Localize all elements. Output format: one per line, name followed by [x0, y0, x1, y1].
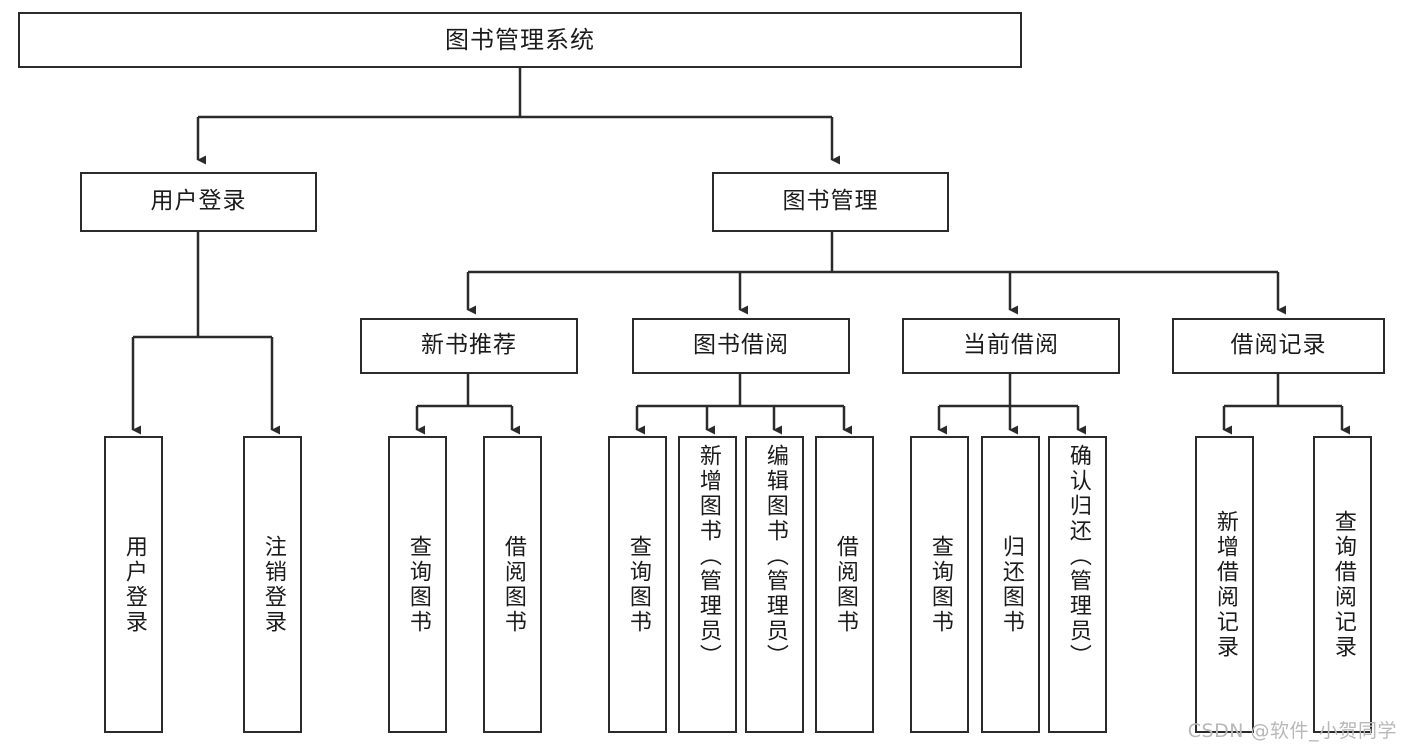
node-label: 用户登录: [121, 534, 147, 635]
node-label: 注销登录: [260, 534, 286, 635]
leaf-user-login-logout[interactable]: 注销登录: [243, 436, 302, 733]
node-label: 当前借阅: [963, 332, 1059, 359]
node-label: 确认归还（管理员）: [1065, 444, 1091, 669]
node-book-borrow[interactable]: 图书借阅: [632, 318, 850, 374]
leaf-new-book-borrow[interactable]: 借阅图书: [483, 436, 542, 733]
leaf-book-borrow-query[interactable]: 查询图书: [608, 436, 667, 733]
node-label: 图书管理: [782, 188, 879, 215]
node-label: 归还图书: [998, 534, 1024, 635]
node-user-login[interactable]: 用户登录: [80, 172, 317, 232]
node-label: 查询图书: [625, 534, 651, 635]
node-label: 图书管理系统: [445, 25, 595, 54]
node-label: 查询借阅记录: [1330, 509, 1356, 660]
node-current-borrow[interactable]: 当前借阅: [902, 318, 1120, 374]
node-label: 新书推荐: [421, 332, 517, 359]
node-borrow-record[interactable]: 借阅记录: [1172, 318, 1385, 374]
node-root-system[interactable]: 图书管理系统: [18, 12, 1022, 68]
leaf-borrow-record-add[interactable]: 新增借阅记录: [1195, 436, 1254, 733]
node-label: 新增图书（管理员）: [695, 444, 721, 669]
node-book-management[interactable]: 图书管理: [712, 172, 949, 232]
leaf-current-borrow-return[interactable]: 归还图书: [981, 436, 1040, 733]
leaf-borrow-record-query[interactable]: 查询借阅记录: [1313, 436, 1372, 733]
node-label: 新增借阅记录: [1212, 509, 1238, 660]
leaf-book-borrow-edit[interactable]: 编辑图书（管理员）: [745, 436, 804, 733]
leaf-book-borrow-borrow[interactable]: 借阅图书: [815, 436, 874, 733]
leaf-user-login-login[interactable]: 用户登录: [104, 436, 163, 733]
node-label: 借阅记录: [1230, 332, 1327, 359]
node-label: 用户登录: [150, 188, 247, 215]
node-label: 借阅图书: [832, 534, 858, 635]
leaf-book-borrow-add[interactable]: 新增图书（管理员）: [678, 436, 737, 733]
node-label: 查询图书: [927, 534, 953, 635]
node-label: 编辑图书（管理员）: [762, 444, 788, 669]
leaf-current-borrow-query[interactable]: 查询图书: [910, 436, 969, 733]
leaf-current-borrow-confirm-return[interactable]: 确认归还（管理员）: [1048, 436, 1107, 733]
node-label: 借阅图书: [500, 534, 526, 635]
leaf-new-book-query[interactable]: 查询图书: [388, 436, 447, 733]
node-label: 图书借阅: [693, 332, 789, 359]
node-new-book-recommend[interactable]: 新书推荐: [360, 318, 578, 374]
node-label: 查询图书: [405, 534, 431, 635]
